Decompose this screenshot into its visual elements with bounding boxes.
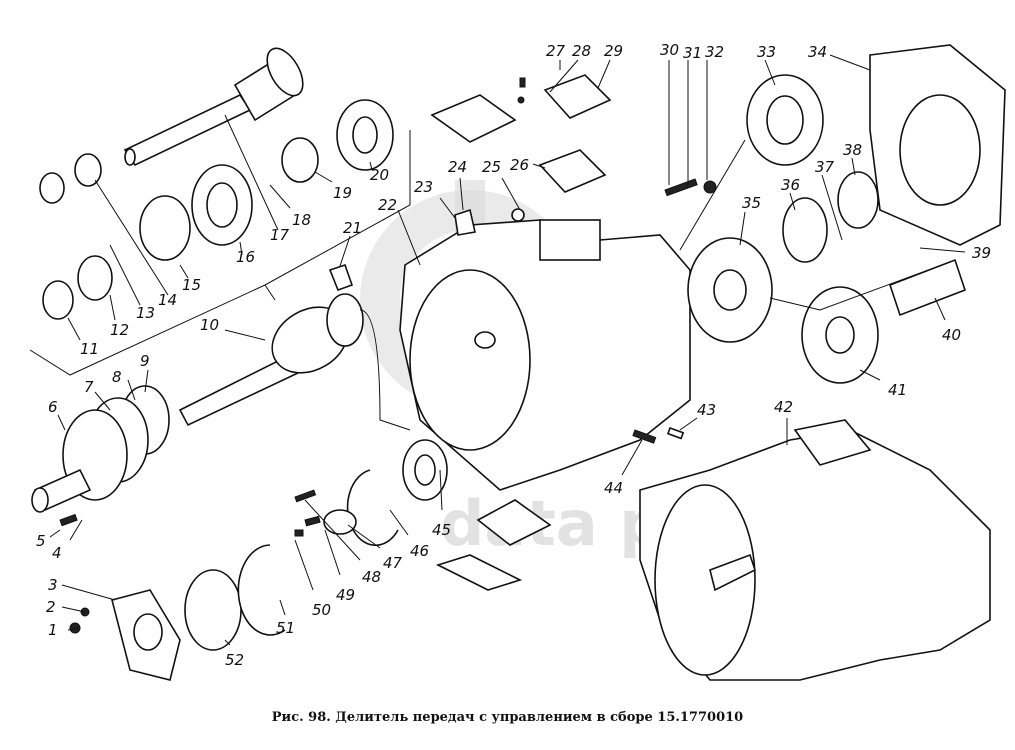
callout-25: 25: [482, 158, 501, 176]
callout-24: 24: [448, 158, 467, 176]
callout-31: 31: [683, 44, 702, 62]
callout-38: 38: [843, 141, 862, 159]
callout-5: 5: [36, 532, 46, 550]
callout-12: 12: [110, 321, 129, 339]
callout-27: 27: [546, 42, 566, 60]
callout-23: 23: [414, 178, 433, 196]
callout-42: 42: [774, 398, 793, 416]
leader-lines: [29, 54, 966, 646]
callout-45: 45: [432, 521, 451, 539]
callout-30: 30: [660, 41, 679, 59]
callout-14: 14: [158, 291, 177, 309]
callout-52: 52: [225, 651, 244, 669]
callout-21: 21: [343, 219, 362, 237]
callout-29: 29: [604, 42, 623, 60]
callout-44: 44: [604, 479, 623, 497]
part-cluster-left: [39, 99, 394, 320]
callout-37: 37: [815, 158, 835, 176]
callout-10: 10: [200, 316, 219, 334]
part-gasket: [869, 44, 1006, 246]
part-flange: [31, 385, 170, 513]
callout-40: 40: [942, 326, 961, 344]
callout-36: 36: [781, 176, 800, 194]
callout-4: 4: [52, 544, 62, 562]
callout-43: 43: [697, 401, 716, 419]
callout-51: 51: [276, 619, 295, 637]
callout-16: 16: [236, 248, 255, 266]
callout-41: 41: [888, 381, 907, 399]
part-gears-right: [687, 74, 967, 384]
callout-6: 6: [48, 398, 58, 416]
callout-9: 9: [140, 352, 150, 370]
callout-22: 22: [378, 196, 397, 214]
callout-3: 3: [48, 576, 58, 594]
callout-1: 1: [48, 621, 58, 639]
part-output-shaft: [178, 293, 364, 427]
callout-39: 39: [972, 244, 991, 262]
callout-13: 13: [136, 304, 155, 322]
part-cover-plate: [69, 589, 181, 681]
callout-34: 34: [808, 43, 827, 61]
part-divider-housing: [399, 219, 691, 491]
small-parts: [59, 77, 717, 617]
callout-48: 48: [362, 568, 381, 586]
callout-7: 7: [84, 378, 94, 396]
callout-32: 32: [705, 43, 724, 61]
callout-46: 46: [410, 542, 429, 560]
callout-28: 28: [572, 42, 591, 60]
figure-caption: Рис. 98. Делитель передач с управлением …: [271, 710, 744, 725]
callout-49: 49: [336, 586, 355, 604]
part-assembly-view: [639, 419, 991, 681]
callout-11: 11: [80, 340, 99, 358]
callout-47: 47: [383, 554, 403, 572]
callout-26: 26: [510, 156, 529, 174]
callout-8: 8: [112, 368, 122, 386]
callout-18: 18: [292, 211, 311, 229]
callout-17: 17: [270, 226, 290, 244]
callout-35: 35: [742, 194, 761, 212]
callout-50: 50: [312, 601, 331, 619]
callout-15: 15: [182, 276, 201, 294]
part-rings-lower: [184, 439, 448, 651]
callout-labels: 1 2 3 4 5 6 7 8 9 10 11 12 13 14 15 16 1…: [36, 41, 991, 669]
part-top-covers: [430, 74, 612, 591]
callout-33: 33: [757, 43, 776, 61]
callout-2: 2: [46, 598, 56, 616]
callout-20: 20: [370, 166, 389, 184]
part-input-shaft: [123, 47, 304, 167]
callout-19: 19: [333, 184, 352, 202]
